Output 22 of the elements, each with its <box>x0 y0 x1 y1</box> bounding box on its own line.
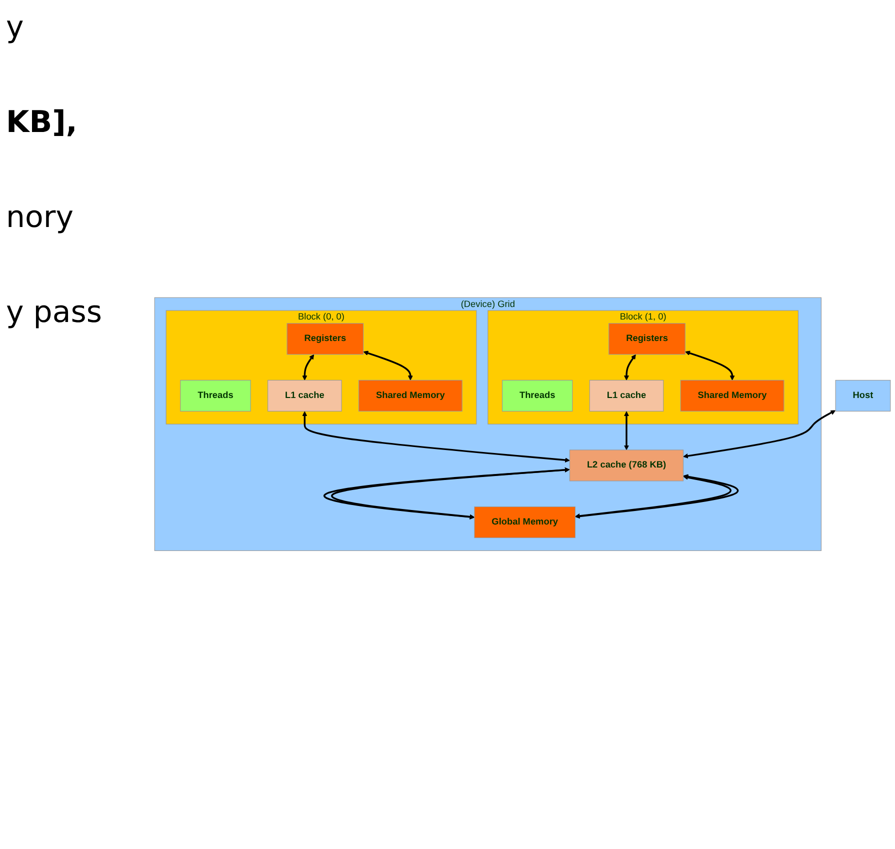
node-box: Registers <box>608 323 686 356</box>
node-box: Threads <box>502 380 573 412</box>
arrow <box>683 410 836 459</box>
node-box: Host <box>835 380 891 412</box>
slide-text: y pass <box>6 295 103 330</box>
node-box: L2 cache (768 KB) <box>569 450 684 482</box>
arrow <box>624 354 636 381</box>
arrow <box>685 351 735 381</box>
slide-text: y <box>6 10 25 45</box>
node-box: L1 cache <box>268 380 342 412</box>
node-box: L1 cache <box>589 380 664 412</box>
arrow <box>363 351 413 381</box>
node-box: Threads <box>180 380 251 412</box>
node-box: Shared Memory <box>358 380 462 412</box>
node-box: Global Memory <box>474 506 576 538</box>
slide-text: KB], <box>6 105 78 140</box>
node-box: Registers <box>286 323 364 356</box>
arrow <box>302 354 314 381</box>
arrow <box>624 412 630 451</box>
arrow <box>302 412 570 463</box>
slide-text: nory <box>6 200 74 235</box>
node-box: Shared Memory <box>680 380 784 412</box>
